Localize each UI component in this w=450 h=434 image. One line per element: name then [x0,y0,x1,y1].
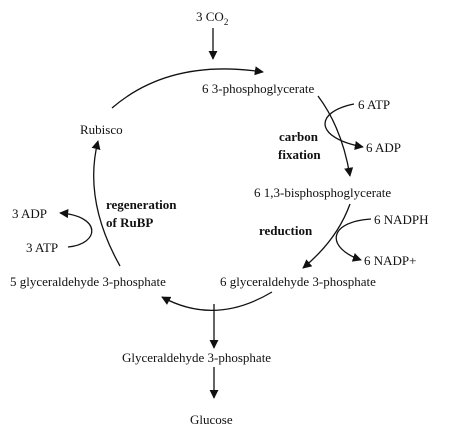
cofactor-atp-in-1: 6 ATP [358,97,390,112]
arc-g3p5-to-rubisco [91,140,121,267]
cofactor-atp-in-2: 3 ATP [26,240,58,255]
molecule-g3p-out: Glyceraldehyde 3-phosphate [122,350,271,365]
molecule-bpg: 6 1,3-bisphosphoglycerate [254,185,391,200]
molecule-glucose: Glucose [190,412,233,427]
nadph-nadp-arrow [335,218,372,262]
arc-rubisco-to-pga [111,66,264,109]
cofactor-nadp-out: 6 NADP+ [364,253,416,268]
atp-adp-arrow-2 [59,209,93,248]
stage-reduction: reduction [259,223,313,238]
arc-pga-to-bpg [317,95,354,177]
cofactor-adp-out-2: 3 ADP [12,206,47,221]
stage-fixation-line2: fixation [278,147,321,162]
atp-adp-arrow-1 [324,103,364,150]
molecule-rubisco: Rubisco [80,122,123,137]
arc-bpg-to-g3p [302,203,351,269]
molecule-g3p-6: 6 glyceraldehyde 3-phosphate [220,274,376,289]
co2-label: 3 CO2 [196,9,228,27]
stage-regen-line1: regeneration [106,197,177,212]
stage-fixation-line1: carbon [279,129,319,144]
stage-regen-line2: of RuBP [106,215,153,230]
arc-g3p6-to-g3p5 [161,291,273,311]
cofactor-nadph-in: 6 NADPH [374,212,429,227]
cofactor-adp-out-1: 6 ADP [366,140,401,155]
molecule-pga: 6 3-phosphoglycerate [202,81,315,96]
molecule-g3p-5: 5 glyceraldehyde 3-phosphate [10,274,166,289]
